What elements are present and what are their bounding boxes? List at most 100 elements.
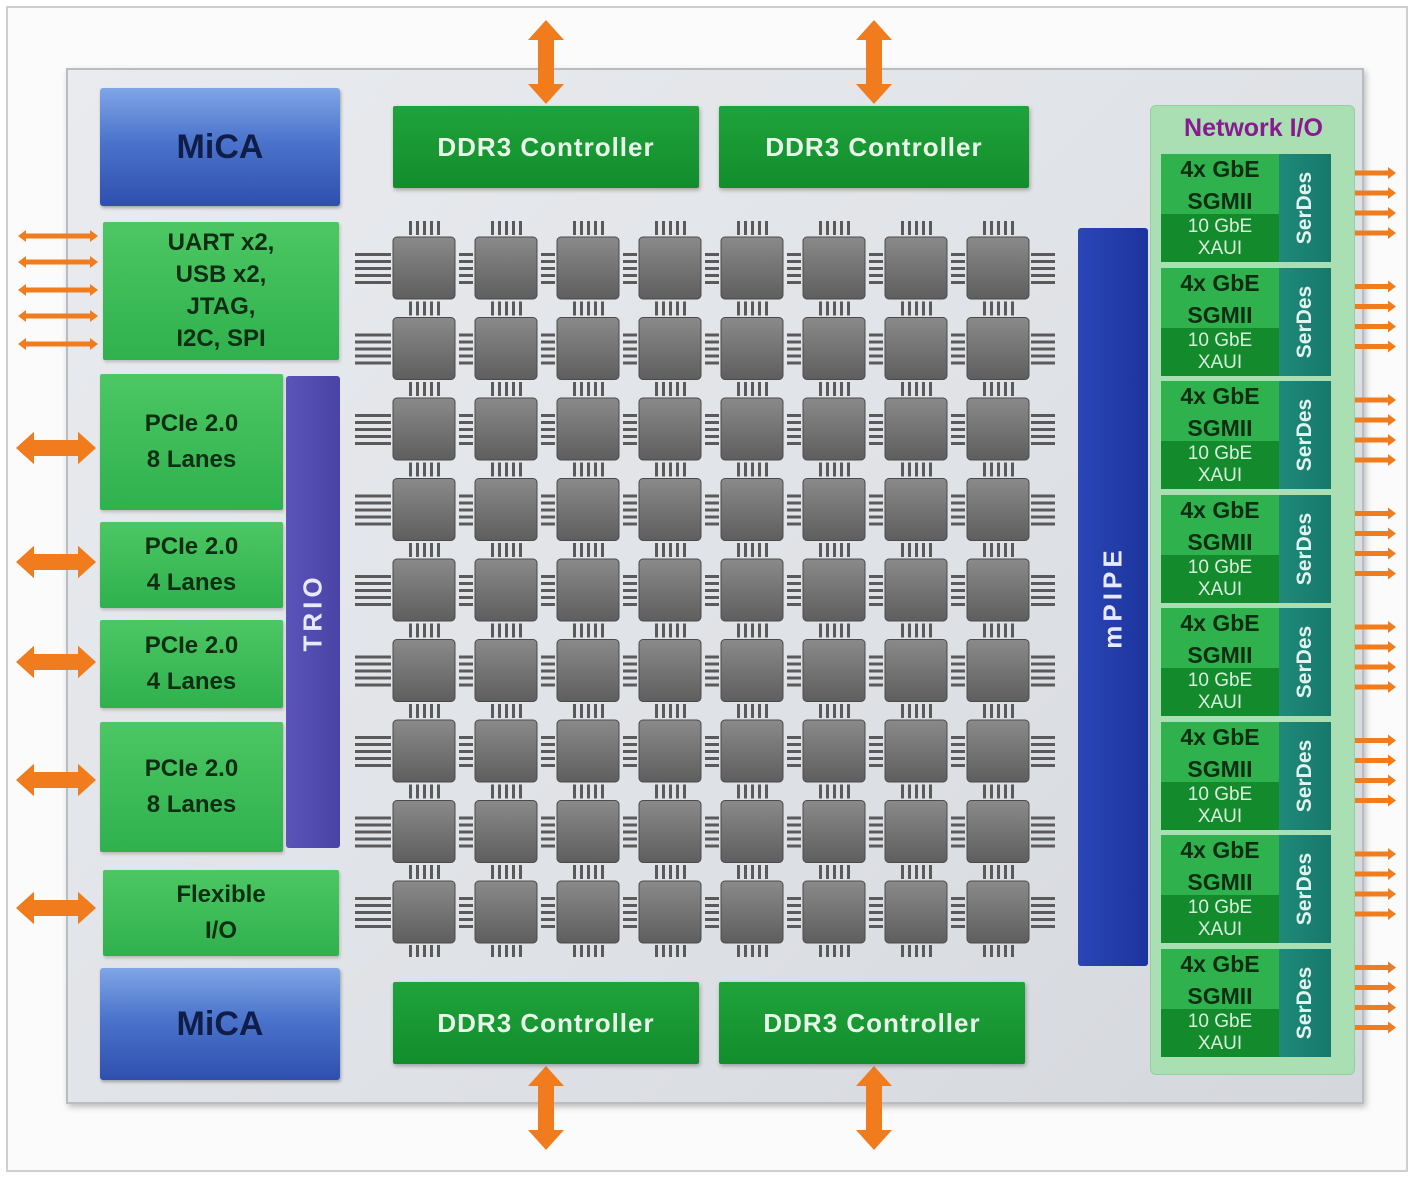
io-line-arrow <box>1330 1021 1396 1034</box>
io-line-arrow <box>1330 507 1396 520</box>
tile-pin <box>498 865 501 879</box>
tile-pin <box>869 347 883 351</box>
tile-pin <box>787 844 801 848</box>
processor-tile <box>884 478 948 541</box>
io-line-arrow <box>1330 167 1396 179</box>
tile-pin <box>459 764 473 767</box>
tile-pin <box>951 750 965 753</box>
tile-pin <box>355 816 391 820</box>
port-serdes-label: SerDes <box>1293 512 1317 585</box>
tile-pin <box>990 784 993 799</box>
tile-pin <box>594 301 597 316</box>
tile-pin <box>1011 462 1014 477</box>
processor-tile <box>392 800 456 863</box>
tile-pin <box>1031 904 1055 907</box>
tile-pin <box>512 945 515 957</box>
tile-pin <box>541 925 555 928</box>
tile-pin <box>430 865 433 879</box>
tile-pin <box>683 623 686 638</box>
io-line-arrow <box>1330 754 1396 767</box>
tile-pin <box>430 301 433 316</box>
tile-pin <box>705 575 719 578</box>
processor-tile <box>884 639 948 702</box>
tile-pin <box>990 945 993 957</box>
tile-pin <box>430 543 433 557</box>
tile-pin <box>758 784 761 799</box>
processor-tile <box>474 719 538 783</box>
tile-pin <box>819 382 822 396</box>
port-sgmii-label: SGMII <box>1187 301 1253 328</box>
tile-pin <box>737 382 740 396</box>
tile-pin <box>355 918 391 921</box>
tile-pin <box>541 435 555 438</box>
tile-pin <box>826 945 829 957</box>
tile-pin <box>423 784 426 799</box>
tile-pin <box>355 662 391 666</box>
pcie-3-lanes: 4 Lanes <box>146 668 237 695</box>
tile-pin <box>833 704 836 718</box>
tile-pin <box>908 462 911 477</box>
processor-tile <box>884 397 948 461</box>
tile-pin <box>623 515 637 519</box>
tile-pin <box>676 865 679 879</box>
tile-pin <box>623 655 637 659</box>
tile-pin <box>623 421 637 424</box>
tile-pin <box>901 623 904 638</box>
tile-pin <box>737 704 740 718</box>
tile-pin <box>847 221 850 235</box>
tile-pin <box>409 704 412 718</box>
tile-pin <box>623 281 637 284</box>
tile-pin <box>623 904 637 907</box>
tile-pin <box>623 823 637 827</box>
tile-pin <box>1031 340 1055 344</box>
tile-pin <box>623 589 637 592</box>
tile-pin <box>1004 945 1007 957</box>
port-serdes-label: SerDes <box>1293 171 1317 245</box>
tile-pin <box>1031 911 1055 914</box>
tile-pin <box>787 837 801 841</box>
tile-pin <box>765 462 768 477</box>
tile-pin <box>491 221 494 235</box>
tile-pin <box>847 784 850 799</box>
tile-pin <box>355 281 391 284</box>
tile-pin <box>498 704 501 718</box>
tile-pin <box>951 361 965 365</box>
tile-pin <box>787 750 801 753</box>
tile-pin <box>847 865 850 879</box>
io-line-arrow <box>1330 434 1396 446</box>
tile-pin <box>787 414 801 417</box>
tile-pin <box>819 784 822 799</box>
tile-pin <box>1031 253 1055 256</box>
tile-pin <box>459 281 473 284</box>
tile-pin <box>787 683 801 687</box>
tile-pin <box>869 589 883 592</box>
tile-pin <box>901 221 904 235</box>
tile-pin <box>737 462 740 477</box>
tile-pin <box>787 589 801 592</box>
tile-pin <box>951 281 965 284</box>
tile-pin <box>869 333 883 337</box>
tile-pin <box>901 945 904 957</box>
tile-pin <box>491 945 494 957</box>
tile-pin <box>573 382 576 396</box>
tile-pin <box>409 382 412 396</box>
tile-pin <box>951 918 965 921</box>
tile-pin <box>459 515 473 519</box>
tile-pin <box>826 301 829 316</box>
tile-pin <box>951 414 965 417</box>
tile-pin <box>512 704 515 718</box>
tile-pin <box>416 865 419 879</box>
tile-pin <box>908 221 911 235</box>
tile-pin <box>519 543 522 557</box>
tile-pin <box>587 301 590 316</box>
tile-pin <box>355 844 391 848</box>
tile-pin <box>1011 945 1014 957</box>
tile-pin <box>541 421 555 424</box>
tile-pin <box>519 704 522 718</box>
tile-pin <box>676 543 679 557</box>
tile-pin <box>705 522 719 526</box>
tile-pin <box>840 543 843 557</box>
